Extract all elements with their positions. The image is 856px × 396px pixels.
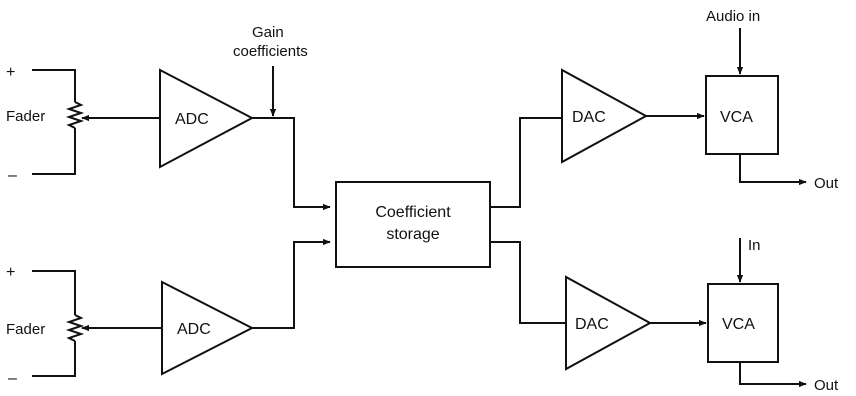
gain-coefficients-label-line1: Gain xyxy=(252,24,284,41)
adc-1 xyxy=(159,68,255,169)
dac-2 xyxy=(565,275,653,371)
audio-in-label: Audio in xyxy=(706,8,760,25)
adc-to-storage-1 xyxy=(252,117,331,211)
out-arrow-1 xyxy=(739,154,807,186)
vca-label-2: VCA xyxy=(722,316,755,333)
out-arrow-2 xyxy=(739,362,807,388)
channel-2: + – Fader ADC DAC VCA In Out xyxy=(6,237,839,394)
storage-to-dac-1 xyxy=(490,117,562,208)
dac-label-1: DAC xyxy=(572,109,606,126)
fader-label-1: Fader xyxy=(6,108,45,125)
in-label: In xyxy=(748,237,761,254)
adc-label-2: ADC xyxy=(177,321,211,338)
storage-label-line1: Coefficient xyxy=(375,204,451,221)
vca-2 xyxy=(707,283,779,363)
adc-2 xyxy=(161,280,255,376)
gain-coefficients-label-line2: coefficients xyxy=(233,43,308,60)
adc-label-1: ADC xyxy=(175,111,209,128)
storage-box xyxy=(335,181,491,268)
plus-sign-2: + xyxy=(6,264,15,281)
plus-sign-1: + xyxy=(6,64,15,81)
vca-1 xyxy=(705,75,779,155)
vca-label-1: VCA xyxy=(720,109,753,126)
fader-rail-2 xyxy=(32,270,76,377)
fader-label-2: Fader xyxy=(6,321,45,338)
out-label-2: Out xyxy=(814,377,839,394)
storage-to-dac-2 xyxy=(490,241,566,324)
minus-sign-1: – xyxy=(8,167,17,184)
channel-1: + – Fader ADC Gain coefficients DAC VCA … xyxy=(6,8,839,211)
minus-sign-2: – xyxy=(8,370,17,387)
fader-rail-1 xyxy=(32,69,76,175)
fader-resistor-2 xyxy=(65,314,85,342)
dac-label-2: DAC xyxy=(575,316,609,333)
storage-label-line2: storage xyxy=(386,226,439,243)
dac-1 xyxy=(561,68,649,164)
adc-to-storage-2 xyxy=(252,238,331,329)
fader-resistor-1 xyxy=(65,101,85,129)
out-label-1: Out xyxy=(814,175,839,192)
coefficient-storage: Coefficient storage xyxy=(335,181,491,268)
